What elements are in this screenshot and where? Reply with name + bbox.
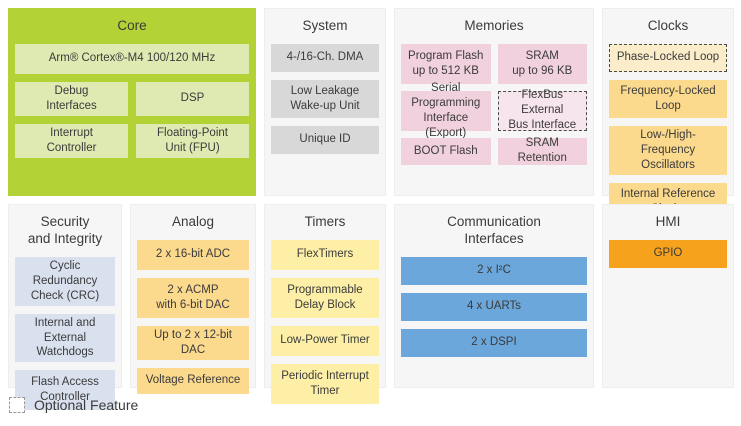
panel-security-and-integrity: Security and Integrity Cyclic Redundancy… bbox=[8, 204, 122, 411]
block-serial-programming-interface: Serial Programming Interface (Export) bbox=[401, 82, 491, 139]
block-adc: 2 x 16-bit ADC bbox=[137, 239, 249, 270]
block-cpu-cortex-m4: Arm® Cortex®-M4 100/120 MHz bbox=[15, 43, 249, 74]
block-periodic-interrupt-timer: Periodic Interrupt Timer bbox=[271, 363, 379, 404]
panel-clocks-title: Clocks bbox=[647, 18, 689, 33]
panel-timers-title: Timers bbox=[304, 214, 346, 229]
block-unique-id: Unique ID bbox=[271, 125, 379, 154]
block-low-power-timer: Low-Power Timer bbox=[271, 325, 379, 356]
security-items: Cyclic Redundancy Check (CRC) Internal a… bbox=[15, 256, 115, 411]
clocks-items: Phase-Locked Loop Frequency-Locked Loop … bbox=[609, 43, 727, 221]
panel-hmi: HMI GPIO bbox=[602, 204, 734, 388]
panel-hmi-title: HMI bbox=[655, 214, 681, 229]
panel-core-title: Core bbox=[117, 18, 147, 33]
panel-timers: Timers FlexTimers Programmable Delay Blo… bbox=[264, 204, 386, 404]
block-dspi: 2 x DSPI bbox=[401, 328, 587, 357]
block-sram: SRAM up to 96 KB bbox=[497, 43, 587, 84]
block-flextimers: FlexTimers bbox=[271, 239, 379, 270]
block-sram-retention: SRAM Retention bbox=[497, 137, 587, 165]
block-phase-locked-loop: Phase-Locked Loop bbox=[609, 43, 727, 72]
block-program-flash: Program Flash up to 512 KB bbox=[401, 43, 491, 84]
core-subgrid: Debug Interfaces DSP Interrupt Controlle… bbox=[15, 81, 249, 158]
block-watchdogs: Internal and External Watchdogs bbox=[15, 313, 115, 363]
panel-analog-title: Analog bbox=[171, 214, 215, 229]
block-uarts: 4 x UARTs bbox=[401, 292, 587, 321]
block-programmable-delay-block: Programmable Delay Block bbox=[271, 277, 379, 318]
panel-analog: Analog 2 x 16-bit ADC 2 x ACMP with 6-bi… bbox=[130, 204, 256, 394]
panel-comm-title: Communication Interfaces bbox=[447, 214, 541, 246]
core-items: Arm® Cortex®-M4 100/120 MHz Debug Interf… bbox=[15, 43, 249, 158]
panel-security-title: Security and Integrity bbox=[27, 214, 103, 246]
panel-system-title: System bbox=[302, 18, 348, 33]
block-low-high-frequency-oscillators: Low-/High- Frequency Oscillators bbox=[609, 125, 727, 175]
legend: Optional Feature bbox=[9, 397, 741, 413]
panel-system: System 4-/16-Ch. DMA Low Leakage Wake-up… bbox=[264, 8, 386, 196]
panel-core: Core Arm® Cortex®-M4 100/120 MHz Debug I… bbox=[8, 8, 256, 196]
panel-clocks: Clocks Phase-Locked Loop Frequency-Locke… bbox=[602, 8, 734, 221]
diagram-grid: Core Arm® Cortex®-M4 100/120 MHz Debug I… bbox=[8, 8, 734, 411]
block-debug-interfaces: Debug Interfaces bbox=[15, 81, 128, 116]
block-frequency-locked-loop: Frequency-Locked Loop bbox=[609, 79, 727, 118]
block-fpu: Floating-Point Unit (FPU) bbox=[136, 123, 249, 158]
memories-items: Program Flash up to 512 KB SRAM up to 96… bbox=[401, 43, 587, 165]
timers-items: FlexTimers Programmable Delay Block Low-… bbox=[271, 239, 379, 404]
legend-label: Optional Feature bbox=[34, 397, 139, 413]
comm-items: 2 x I²C 4 x UARTs 2 x DSPI bbox=[401, 256, 587, 357]
panel-memories: Memories Program Flash up to 512 KB SRAM… bbox=[394, 8, 594, 196]
hmi-items: GPIO bbox=[609, 239, 727, 268]
panel-communication-interfaces: Communication Interfaces 2 x I²C 4 x UAR… bbox=[394, 204, 594, 388]
block-12bit-dac: Up to 2 x 12-bit DAC bbox=[137, 325, 249, 360]
block-i2c: 2 x I²C bbox=[401, 256, 587, 285]
block-acmp-dac: 2 x ACMP with 6-bit DAC bbox=[137, 277, 249, 318]
block-crc: Cyclic Redundancy Check (CRC) bbox=[15, 256, 115, 306]
block-interrupt-controller: Interrupt Controller bbox=[15, 123, 128, 158]
system-items: 4-/16-Ch. DMA Low Leakage Wake-up Unit U… bbox=[271, 43, 379, 154]
block-flash-access-controller: Flash Access Controller bbox=[15, 370, 115, 411]
optional-feature-swatch-icon bbox=[9, 397, 25, 413]
block-dsp: DSP bbox=[136, 81, 249, 116]
panel-memories-title: Memories bbox=[464, 18, 524, 33]
block-gpio: GPIO bbox=[609, 239, 727, 268]
block-voltage-reference: Voltage Reference bbox=[137, 367, 249, 394]
block-dma: 4-/16-Ch. DMA bbox=[271, 43, 379, 72]
block-flexbus-external-bus-interface: FlexBus External Bus Interface bbox=[497, 89, 587, 131]
block-low-leakage-wakeup-unit: Low Leakage Wake-up Unit bbox=[271, 79, 379, 118]
block-boot-flash: BOOT Flash bbox=[401, 137, 491, 165]
analog-items: 2 x 16-bit ADC 2 x ACMP with 6-bit DAC U… bbox=[137, 239, 249, 394]
